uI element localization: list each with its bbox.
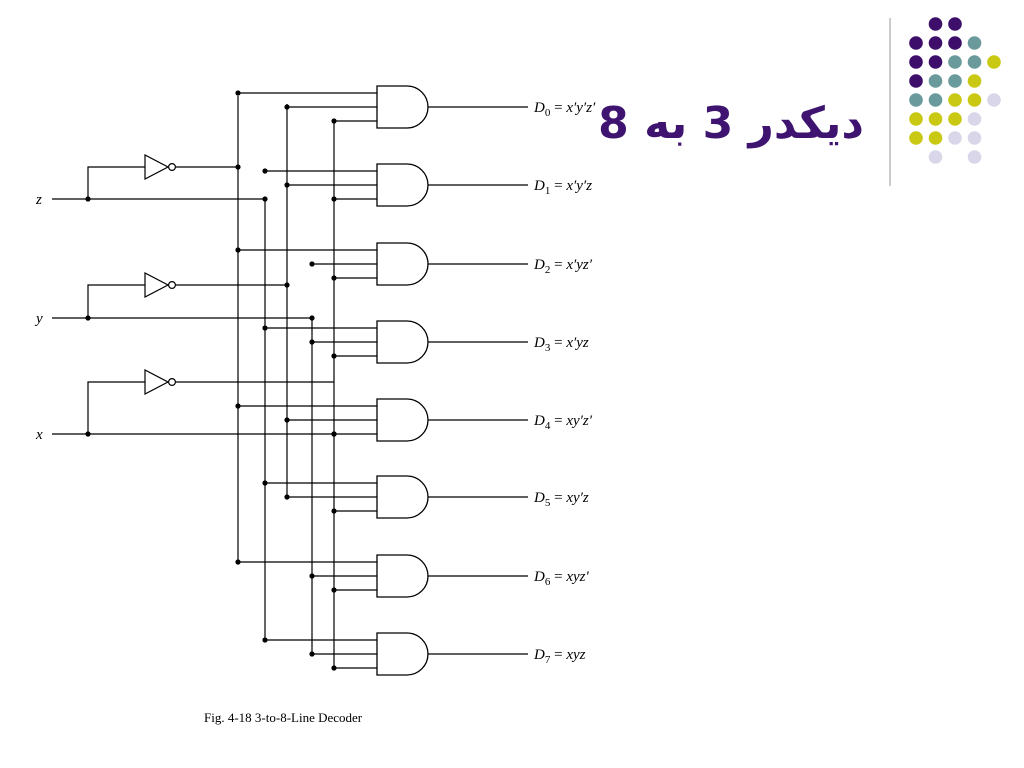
deco-dot (928, 74, 943, 88)
deco-dot (967, 36, 982, 50)
gate2-tap-1 (309, 261, 315, 267)
output-label-6: D6 = xyz′ (533, 569, 589, 588)
output-label-1: D1 = x′y′z (533, 178, 592, 197)
output-label-5: D5 = xy′z (533, 490, 589, 509)
gate3-tap-2 (331, 353, 337, 359)
deco-dot (948, 131, 962, 145)
gate6-tap-2 (331, 587, 337, 593)
z-inverter-bubble (168, 163, 177, 172)
labels: z y x D0 = x′y′z′ D1 = x′y′z D2 = x′yz′ D3 = x… (34, 100, 596, 666)
gate3-tap-0 (262, 325, 268, 331)
and-gate-6 (376, 554, 429, 598)
y-branch-dot (85, 315, 91, 321)
and-gate-7 (376, 632, 429, 676)
gate5-tap-2 (331, 508, 337, 514)
y-junction-dot (309, 315, 315, 321)
gate6-tap-1 (309, 573, 315, 579)
inverters (144, 154, 177, 395)
wires (52, 92, 528, 669)
and-gate-1 (376, 163, 429, 207)
x-input-label: x (35, 427, 43, 443)
x-inverter-feed (87, 381, 145, 434)
deco-dot (909, 36, 923, 50)
gate4-tap-0 (235, 403, 241, 409)
and-gate-5 (376, 475, 429, 519)
deco-dot (948, 93, 962, 107)
yb-junction-dot (284, 282, 290, 288)
gate1-tap-0 (262, 168, 268, 174)
junction-dots (85, 90, 337, 671)
deco-dot (928, 55, 943, 69)
gate1-tap-1 (284, 182, 290, 188)
output-label-7: D7 = xyz (533, 647, 586, 666)
gate0-tap-0 (235, 90, 241, 96)
x-inverter-bubble (168, 378, 177, 387)
deco-dot (928, 150, 943, 164)
y-inverter (144, 272, 170, 298)
z-inverter (144, 154, 170, 180)
y-inverter-feed (87, 284, 145, 318)
deco-dot (987, 55, 1001, 69)
gate7-tap-0 (262, 637, 268, 643)
deco-dot (909, 74, 923, 88)
x-inverter (144, 369, 170, 395)
deco-dot (909, 93, 923, 107)
gate6-tap-0 (235, 559, 241, 565)
deco-dot (909, 131, 923, 145)
deco-dot (967, 74, 982, 88)
and-gate-3 (376, 320, 429, 364)
decoration-dots (909, 17, 1001, 164)
deco-dot (967, 55, 982, 69)
and-gate-2 (376, 242, 429, 286)
gate5-tap-1 (284, 494, 290, 500)
figure-caption: Fig. 4-18 3-to-8-Line Decoder (204, 710, 363, 725)
output-label-3: D3 = x′yz (533, 335, 589, 354)
z-branch-dot (85, 196, 91, 202)
deco-dot (928, 112, 943, 126)
deco-dot (987, 93, 1001, 107)
gate2-tap-2 (331, 275, 337, 281)
deco-dot (948, 74, 962, 88)
deco-dot (967, 131, 982, 145)
deco-dot (909, 55, 923, 69)
gate4-tap-1 (284, 417, 290, 423)
gate0-tap-1 (284, 104, 290, 110)
and-gates (376, 85, 429, 676)
deco-dot (967, 112, 982, 126)
deco-dot (948, 55, 962, 69)
deco-dot (928, 17, 943, 31)
gate7-tap-2 (331, 665, 337, 671)
deco-dot (909, 112, 923, 126)
deco-dot (928, 93, 943, 107)
y-inverter-bubble (168, 281, 177, 290)
deco-dot (928, 36, 943, 50)
gate3-tap-1 (309, 339, 315, 345)
deco-dot (948, 112, 962, 126)
and-gate-0 (376, 85, 429, 129)
gate4-tap-2 (331, 431, 337, 437)
gate7-tap-1 (309, 651, 315, 657)
output-label-4: D4 = xy′z′ (533, 413, 593, 432)
deco-dot (928, 131, 943, 145)
deco-dot (967, 150, 982, 164)
slide-title: دیکدر 3 به 8 (598, 98, 864, 149)
output-label-0: D0 = x′y′z′ (533, 100, 596, 119)
gate2-tap-0 (235, 247, 241, 253)
deco-dot (948, 17, 962, 31)
z-junction-dot (262, 196, 268, 202)
and-gate-4 (376, 398, 429, 442)
output-label-2: D2 = x′yz′ (533, 257, 593, 276)
z-input-label: z (35, 192, 42, 208)
y-input-label: y (34, 311, 43, 327)
gate0-tap-2 (331, 118, 337, 124)
z-inverter-feed (87, 166, 145, 199)
deco-dot (967, 93, 982, 107)
gate5-tap-0 (262, 480, 268, 486)
x-branch-dot (85, 431, 91, 437)
zb-junction-dot (235, 164, 241, 170)
deco-dot (948, 36, 962, 50)
gate1-tap-2 (331, 196, 337, 202)
